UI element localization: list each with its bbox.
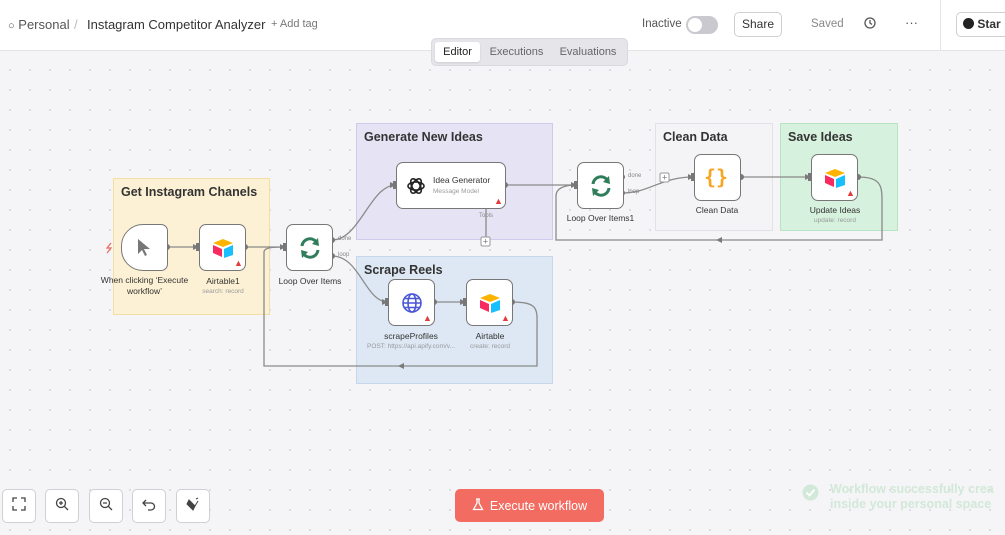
user-icon: ○ xyxy=(8,20,15,32)
fit-view-icon xyxy=(12,496,26,516)
port-label-done: done xyxy=(628,173,642,179)
node-label: When clicking ‘Execute workflow’ xyxy=(100,275,189,296)
node-label: Loop Over Items1 xyxy=(566,213,635,223)
node-label: Airtable xyxy=(475,331,505,341)
workspace-label: Personal xyxy=(18,17,70,32)
saved-status: Saved xyxy=(811,18,844,30)
airtable-icon xyxy=(824,168,846,193)
breadcrumb-separator: / xyxy=(74,17,78,32)
undo-button[interactable] xyxy=(132,489,166,523)
loop-icon xyxy=(589,174,613,203)
active-toggle[interactable] xyxy=(686,16,718,34)
sticky-title: Save Ideas xyxy=(788,130,853,144)
add-node-button[interactable]: + xyxy=(659,172,670,183)
node-label: Airtable1 xyxy=(206,276,240,286)
warning-icon: ▲ xyxy=(423,313,432,323)
node-label: Loop Over Items xyxy=(278,276,342,286)
warning-icon: ▲ xyxy=(234,258,243,268)
node-update-ideas[interactable]: ▲ xyxy=(811,154,858,201)
zoom-in-icon xyxy=(55,497,69,516)
code-braces-icon: {} xyxy=(704,165,729,189)
tab-executions[interactable]: Executions xyxy=(489,46,544,58)
more-options-button[interactable]: ··· xyxy=(905,15,918,30)
openai-icon xyxy=(406,176,426,201)
share-button[interactable]: Share xyxy=(734,12,782,37)
github-star-label: Star xyxy=(977,17,1001,31)
tab-editor[interactable]: Editor xyxy=(435,42,480,62)
cursor-icon xyxy=(135,237,153,262)
add-tag-button[interactable]: + Add tag xyxy=(271,18,318,30)
trigger-bolt-icon xyxy=(105,242,113,254)
arrow-head xyxy=(716,237,722,243)
add-tool-button[interactable]: + xyxy=(480,236,491,247)
zoom-out-button[interactable] xyxy=(89,489,123,523)
node-idea-generator[interactable]: Idea Generator Message Model ▲ xyxy=(396,162,506,209)
execute-workflow-button[interactable]: Execute workflow xyxy=(455,489,604,522)
node-airtable[interactable]: ▲ xyxy=(466,279,513,326)
node-label: Idea Generator xyxy=(433,175,491,185)
toast-line-1: Workflow successfully crea xyxy=(830,482,994,496)
flask-icon xyxy=(472,497,484,514)
sticky-title: Get Instagram Chanels xyxy=(121,185,258,199)
port-label-loop: loop xyxy=(338,252,350,258)
header-divider xyxy=(940,0,941,50)
execute-workflow-label: Execute workflow xyxy=(489,498,588,513)
sticky-title: Generate New Ideas xyxy=(364,130,483,144)
github-icon xyxy=(963,18,974,29)
loop-icon xyxy=(298,236,322,265)
workspace-breadcrumb[interactable]: ○ Personal xyxy=(8,17,70,32)
toggle-knob xyxy=(688,18,702,32)
history-icon[interactable] xyxy=(863,16,877,35)
connection-loop-idea-generator xyxy=(331,184,397,241)
node-subtitle: POST: https://api.apify.com/v... xyxy=(367,343,455,350)
fit-view-button[interactable] xyxy=(2,489,36,523)
workflow-title[interactable]: Instagram Competitor Analyzer xyxy=(87,17,266,32)
warning-icon: ▲ xyxy=(846,188,855,198)
success-toast: Workflow successfully crea inside your p… xyxy=(802,482,1005,512)
connection-loop-scrape-profiles xyxy=(331,255,389,303)
airtable-icon xyxy=(479,293,501,318)
node-label: Update Ideas xyxy=(809,205,861,215)
view-tabs: Editor Executions Evaluations xyxy=(431,38,628,66)
node-loop-over-items[interactable] xyxy=(286,224,333,271)
node-airtable1[interactable]: ▲ xyxy=(199,224,246,271)
svg-text:+: + xyxy=(662,173,667,183)
node-subtitle: create: record xyxy=(469,343,511,350)
node-subtitle: update: record xyxy=(814,217,856,224)
status-label: Inactive xyxy=(642,18,682,30)
airtable-icon xyxy=(212,238,234,263)
node-loop-over-items1[interactable] xyxy=(577,162,624,209)
tidy-up-icon xyxy=(186,497,200,516)
port-label-loop: loop xyxy=(628,189,640,195)
node-scrape-profiles[interactable]: ▲ xyxy=(388,279,435,326)
node-clean-data[interactable]: {} xyxy=(694,154,741,201)
svg-text:+: + xyxy=(483,237,488,247)
github-star-button[interactable]: Star xyxy=(956,12,1005,37)
tidy-up-button[interactable] xyxy=(176,489,210,523)
node-subtitle: search: record xyxy=(202,288,244,295)
zoom-out-icon xyxy=(99,497,113,516)
tab-evaluations[interactable]: Evaluations xyxy=(559,46,617,58)
node-subtitle: Message Model xyxy=(433,188,479,195)
sticky-title: Scrape Reels xyxy=(364,263,443,277)
node-label: scrapeProfiles xyxy=(384,331,438,341)
port-label-tools: Tools xyxy=(479,213,494,219)
port-label-done: done xyxy=(338,236,352,242)
check-circle-icon xyxy=(802,484,819,505)
node-label: Clean Data xyxy=(695,205,739,215)
arrow-head xyxy=(398,363,404,369)
connection-loop1-clean-data xyxy=(621,176,695,194)
zoom-in-button[interactable] xyxy=(45,489,79,523)
globe-icon xyxy=(401,292,423,319)
node-manual-trigger[interactable] xyxy=(121,224,168,271)
undo-icon xyxy=(142,497,156,516)
warning-icon: ▲ xyxy=(494,196,503,206)
sticky-title: Clean Data xyxy=(663,130,728,144)
warning-icon: ▲ xyxy=(501,313,510,323)
toast-line-2: inside your personal space xyxy=(830,497,992,511)
